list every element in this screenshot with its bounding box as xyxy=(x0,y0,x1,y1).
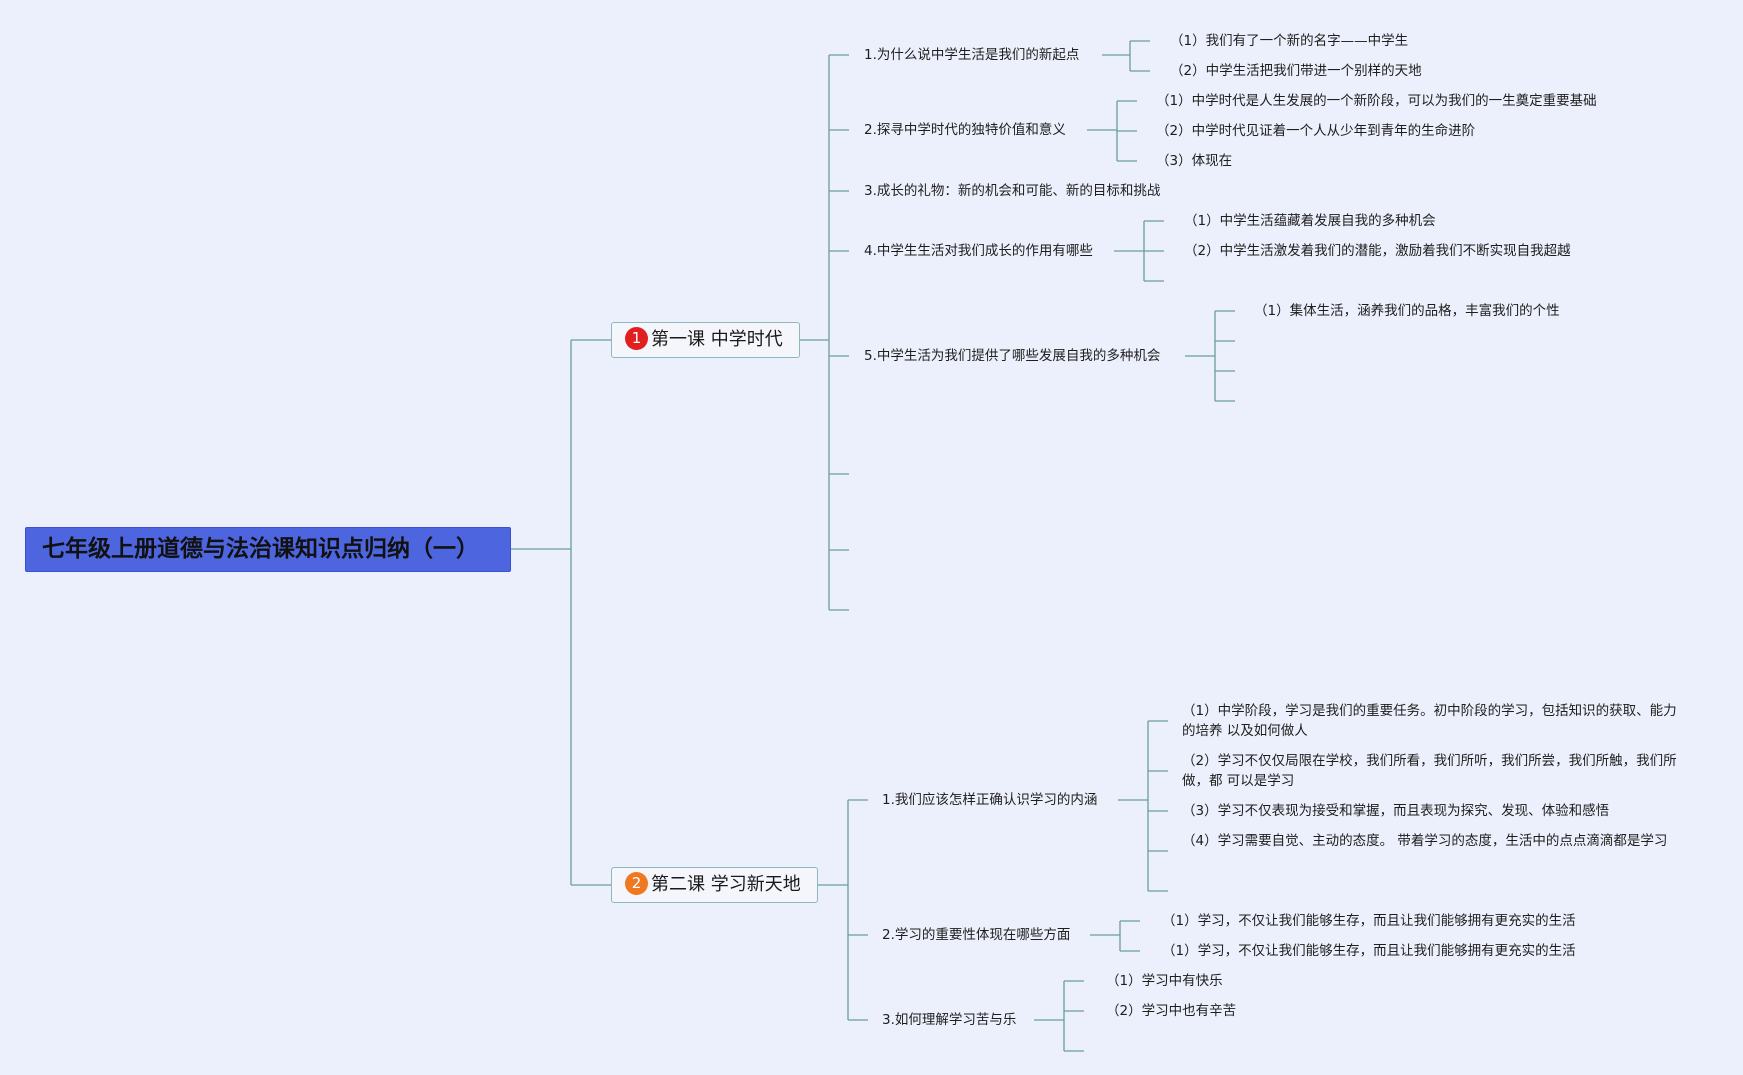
number-2-badge-icon: 2 xyxy=(625,871,648,895)
lesson-2-topic-3-point-1[interactable]: （1）学习中有快乐 xyxy=(1106,973,1223,989)
number-1-badge-icon: 1 xyxy=(625,326,648,350)
lesson-1-topic-5[interactable]: 5.中学生活为我们提供了哪些发展自我的多种机会 xyxy=(864,348,1161,364)
lesson-1-topic-5-point-1[interactable]: （1）集体生活，涵养我们的品格，丰富我们的个性 xyxy=(1254,303,1560,319)
lesson-2-topic-2[interactable]: 2.学习的重要性体现在哪些方面 xyxy=(882,927,1071,943)
lesson-2-topic-1[interactable]: 1.我们应该怎样正确认识学习的内涵 xyxy=(882,792,1098,808)
lesson-1-topic-3[interactable]: 3.成长的礼物：新的机会和可能、新的目标和挑战 xyxy=(864,183,1161,199)
lesson-2-topic-3-point-2[interactable]: （2）学习中也有辛苦 xyxy=(1106,1003,1237,1019)
lesson-2-topic-1-point-1[interactable]: （1）中学阶段，学习是我们的重要任务。初中阶段的学习，包括知识的获取、能力的培养… xyxy=(1182,703,1677,739)
lesson-2-topic-3[interactable]: 3.如何理解学习苦与乐 xyxy=(882,1012,1017,1028)
lesson-1-topic-1-point-1[interactable]: （1）我们有了一个新的名字——中学生 xyxy=(1170,33,1409,49)
lesson-1-topic-4[interactable]: 4.中学生生活对我们成长的作用有哪些 xyxy=(864,243,1093,259)
lesson-2-topic-2-point-1[interactable]: （1）学习，不仅让我们能够生存，而且让我们能够拥有更充实的生活 xyxy=(1162,913,1576,929)
lesson-1-topic-2[interactable]: 2.探寻中学时代的独特价值和意义 xyxy=(864,122,1066,138)
root-topic[interactable]: 七年级上册道德与法治课知识点归纳（一） xyxy=(25,527,511,572)
lesson-1-topic-2-point-3[interactable]: （3）体现在 xyxy=(1156,153,1233,169)
lesson-1-topic-4-point-1[interactable]: （1）中学生活蕴藏着发展自我的多种机会 xyxy=(1184,213,1436,229)
lesson-1-topic-2-point-2[interactable]: （2）中学时代见证着一个人从少年到青年的生命进阶 xyxy=(1156,123,1476,139)
lesson-2-label: 第二课 学习新天地 xyxy=(651,874,801,895)
lesson-1-topic-4-point-2[interactable]: （2）中学生活激发着我们的潜能，激励着我们不断实现自我超越 xyxy=(1184,243,1571,259)
lesson-1-label: 第一课 中学时代 xyxy=(651,329,783,350)
lesson-2-topic-1-point-2[interactable]: （2）学习不仅仅局限在学校，我们所看，我们所听，我们所尝，我们所触，我们所做，都… xyxy=(1182,753,1677,789)
lesson-1-topic-2-point-1[interactable]: （1）中学时代是人生发展的一个新阶段，可以为我们的一生奠定重要基础 xyxy=(1156,93,1597,109)
lesson-1-topic-1[interactable]: 1.为什么说中学生活是我们的新起点 xyxy=(864,47,1080,63)
lesson-2-topic-1-point-4[interactable]: （4）学习需要自觉、主动的态度。 带着学习的态度，生活中的点点滴滴都是学习 xyxy=(1182,833,1668,849)
lesson-1-topic-1-point-2[interactable]: （2）中学生活把我们带进一个别样的天地 xyxy=(1170,63,1422,79)
lesson-2-topic-1-point-3[interactable]: （3）学习不仅表现为接受和掌握，而且表现为探究、发现、体验和感悟 xyxy=(1182,803,1610,819)
lesson-2-topic-2-point-2[interactable]: （1）学习，不仅让我们能够生存，而且让我们能够拥有更充实的生活 xyxy=(1162,943,1576,959)
